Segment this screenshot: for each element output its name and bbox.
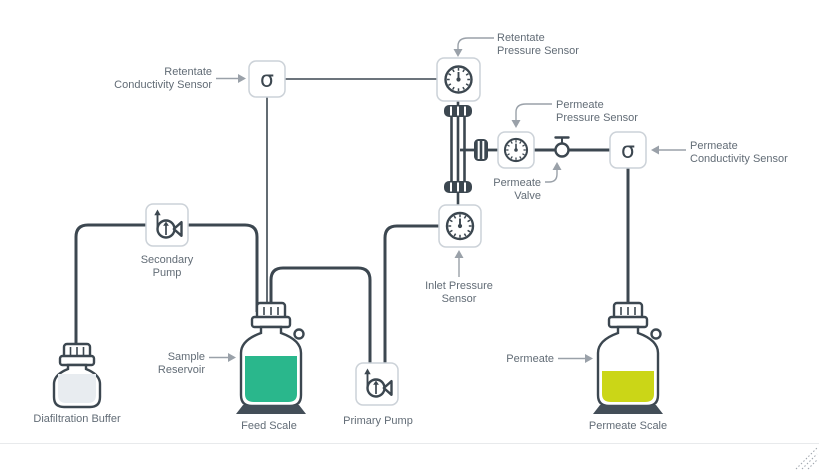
pressure-gauge-icon: [444, 65, 473, 94]
permeate-conductivity-sensor[interactable]: σ: [609, 131, 647, 169]
bottle-cap-flare: [250, 315, 292, 329]
pressure-gauge-icon: [445, 211, 475, 241]
permeate-liquid: [602, 371, 654, 402]
arrowhead-right: [585, 354, 593, 363]
diafiltration-buffer-bottle[interactable]: [52, 342, 102, 409]
bottle-handle: [293, 328, 305, 340]
label-retentate-pressure-2: Pressure Sensor: [497, 45, 579, 57]
label-permeate-conductivity-2: Conductivity Sensor: [690, 153, 788, 165]
inlet-pressure-sensor[interactable]: [438, 204, 482, 248]
pipe-primary-pump-to-inlet-sensor: [383, 224, 440, 366]
label-inlet-pressure-1: Inlet Pressure: [425, 280, 493, 292]
bottle-handle: [650, 328, 662, 340]
buffer-liquid: [58, 374, 96, 403]
permeate-pressure-arrow: [515, 103, 552, 120]
arrowhead-down: [453, 49, 463, 57]
label-permeate-scale: Permeate Scale: [589, 420, 667, 432]
secondary-pump[interactable]: [145, 203, 189, 247]
retentate-pressure-arrow: [457, 37, 494, 49]
permeate-valve[interactable]: [554, 136, 570, 158]
retentate-pressure-sensor[interactable]: [436, 57, 481, 102]
retentate-conductivity-sensor[interactable]: σ: [248, 60, 286, 98]
arrowhead-down: [511, 120, 521, 128]
annotation-arrows: [209, 37, 686, 363]
label-permeate-valve-2: Valve: [514, 190, 541, 202]
filter-bottom-flange-ribs: [450, 182, 466, 192]
label-sample-reservoir-2: Reservoir: [158, 364, 205, 376]
arrowhead-up: [552, 162, 562, 170]
feed-scale-platform: [236, 405, 306, 414]
bottle-cap-ribs: [620, 307, 636, 315]
label-secondary-pump-2: Pump: [153, 267, 182, 279]
permeate-port-connector: [474, 139, 488, 161]
sigma-symbol: σ: [621, 139, 635, 164]
filter-column[interactable]: [444, 101, 499, 206]
arrowhead-left: [651, 145, 659, 155]
label-feed-scale: Feed Scale: [241, 420, 297, 432]
valve-body: [554, 142, 570, 158]
label-inlet-pressure-2: Sensor: [442, 293, 477, 305]
label-diafiltration-buffer: Diafiltration Buffer: [33, 413, 121, 425]
label-secondary-pump-1: Secondary: [141, 254, 194, 266]
label-sample-reservoir-1: Sample: [168, 351, 205, 363]
label-permeate-pressure-1: Permeate: [556, 99, 604, 111]
permeate-pressure-sensor[interactable]: [497, 131, 535, 169]
pressure-gauge-icon: [503, 137, 529, 163]
resize-grip-icon[interactable]: [795, 447, 818, 470]
bottle-cap-flare: [607, 315, 649, 329]
permeate-scale-node[interactable]: [593, 301, 663, 414]
label-retentate-conductivity-2: Conductivity Sensor: [114, 79, 212, 91]
arrowhead-right: [228, 353, 236, 362]
permeate-valve-arrow: [545, 170, 558, 183]
label-retentate-pressure-1: Retentate: [497, 32, 545, 44]
label-permeate-valve-1: Permeate: [493, 177, 541, 189]
bottle-cap-ribs: [69, 347, 85, 355]
filter-top-flange-ribs: [450, 106, 466, 116]
primary-pump[interactable]: [355, 362, 399, 406]
label-permeate-pressure-2: Pressure Sensor: [556, 112, 638, 124]
arrowhead-up: [454, 250, 464, 258]
annotation-labels: Retentate Conductivity Sensor Retentate …: [33, 32, 788, 432]
sigma-symbol: σ: [260, 68, 274, 93]
label-retentate-conductivity-1: Retentate: [164, 66, 212, 78]
label-permeate-bottle: Permeate: [506, 353, 554, 365]
label-permeate-conductivity-1: Permeate: [690, 140, 738, 152]
arrowhead-right: [238, 74, 246, 83]
bottle-cap-flare: [58, 354, 96, 367]
permeate-port-connector-ribs: [477, 141, 485, 159]
feed-scale-node[interactable]: [236, 301, 306, 414]
feed-liquid: [245, 356, 297, 402]
permeate-scale-platform: [593, 405, 663, 414]
label-primary-pump: Primary Pump: [343, 415, 413, 427]
pipe-feed-to-primary-pump: [269, 266, 372, 366]
bottle-cap-ribs: [263, 307, 279, 315]
